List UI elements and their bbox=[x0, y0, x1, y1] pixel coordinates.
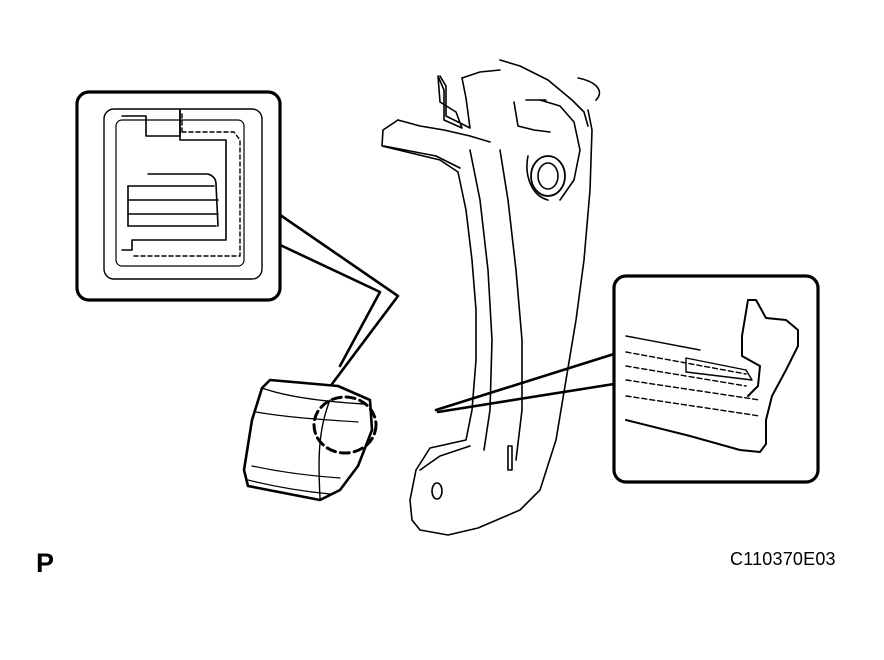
pedal-arm bbox=[382, 60, 599, 535]
detail-view-right bbox=[614, 276, 818, 482]
figure-code-label: C110370E03 bbox=[730, 549, 836, 569]
view-mark-label: P bbox=[36, 548, 55, 578]
detail-view-left bbox=[77, 92, 280, 300]
callout-leaders bbox=[270, 208, 614, 412]
detail-circle-marker bbox=[314, 397, 376, 453]
pedal-pad bbox=[244, 380, 376, 500]
